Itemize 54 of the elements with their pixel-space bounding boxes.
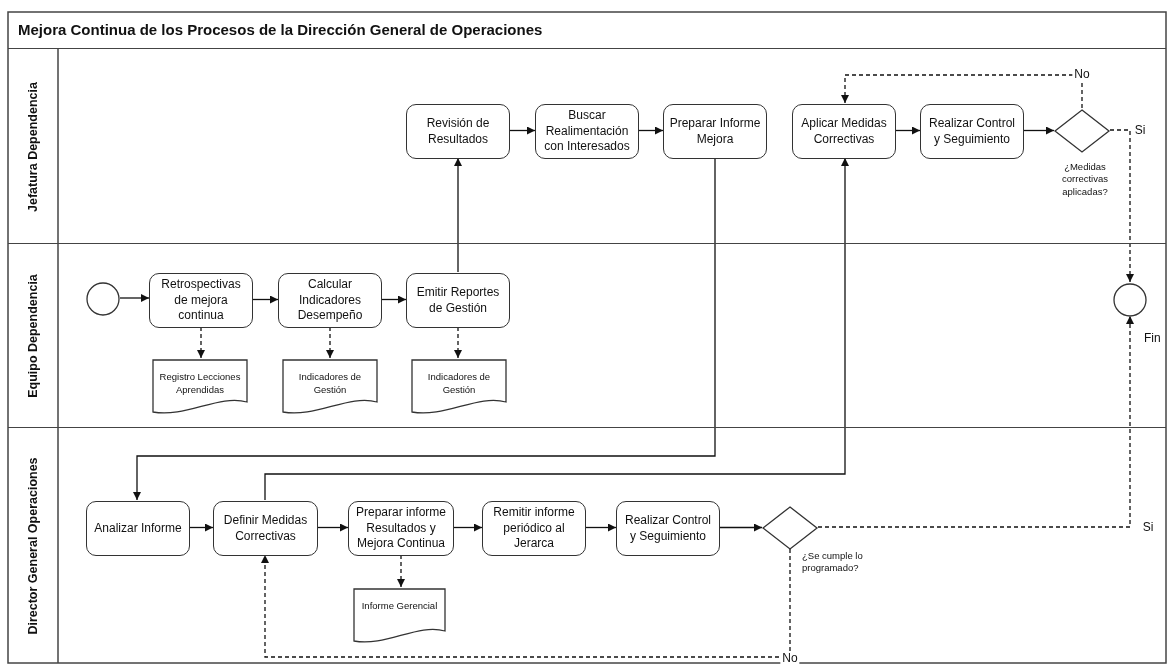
arrow: [381, 295, 407, 304]
task-box: Revisión de Resultados: [406, 104, 510, 159]
arrow: [1023, 126, 1055, 135]
edge-label: No: [1072, 68, 1092, 82]
document-label: Indicadores de Gestión: [297, 371, 363, 397]
arrow: [264, 157, 849, 501]
lane-label: Jefatura Dependencia: [26, 81, 40, 212]
document-shape: [152, 359, 248, 416]
arrow: [317, 523, 349, 532]
arrow: [397, 554, 405, 588]
document-label: Registro Lecciones Aprendidas: [158, 371, 242, 397]
decision-label: ¿Se cumple lo programado?: [802, 550, 864, 575]
arrow: [261, 548, 791, 658]
task-box: Buscar Realimentación con Interesados: [535, 104, 639, 159]
arrow: [895, 126, 921, 135]
arrow: [189, 523, 214, 532]
task-box: Realizar Control y Seguimiento: [920, 104, 1024, 159]
arrow: [454, 157, 462, 273]
arrow: [638, 126, 664, 135]
arrow: [817, 315, 1134, 528]
arrow: [454, 326, 462, 359]
event-circle: [86, 282, 120, 316]
task-box: Realizar Control y Seguimiento: [616, 501, 720, 556]
arrow: [719, 523, 763, 532]
task-box: Emitir Reportes de Gestión: [406, 273, 510, 328]
arrow: [133, 157, 716, 501]
arrow: [585, 523, 617, 532]
arrow: [119, 294, 150, 302]
decision-label: ¿Medidas correctivas aplicadas?: [1061, 161, 1109, 199]
arrow: [326, 326, 334, 359]
arrow: [453, 523, 483, 532]
arrow: [252, 295, 279, 304]
task-box: Aplicar Medidas Correctivas: [792, 104, 896, 159]
arrow: [509, 126, 536, 135]
task-box: Calcular Indicadores Desempeño: [278, 273, 382, 328]
task-box: Retrospectivas de mejora continua: [149, 273, 253, 328]
task-box: Definir Medidas Correctivas: [213, 501, 318, 556]
task-box: Preparar Informe Mejora: [663, 104, 767, 159]
lane-label: Equipo Dependencia: [26, 274, 40, 398]
document-shape: [411, 359, 507, 416]
document-label: Indicadores de Gestión: [426, 371, 492, 397]
task-box: Remitir informe periódico al Jerarca: [482, 501, 586, 556]
end-label: Fin: [1144, 331, 1161, 345]
task-box: Analizar Informe: [86, 501, 190, 556]
document-shape: [353, 588, 446, 645]
lane-label: Director General Operaciones: [26, 457, 40, 635]
arrow: [1109, 129, 1134, 283]
document-shape: [282, 359, 378, 416]
document-label: Informe Gerencial: [360, 600, 439, 613]
task-box: Preparar informe Resultados y Mejora Continua: [348, 501, 454, 556]
arrow: [841, 74, 1083, 109]
diagram-title: Mejora Continua de los Procesos de la Dirección General de Operaciones: [18, 21, 543, 38]
edge-label: No: [780, 652, 800, 664]
arrow: [197, 326, 205, 359]
